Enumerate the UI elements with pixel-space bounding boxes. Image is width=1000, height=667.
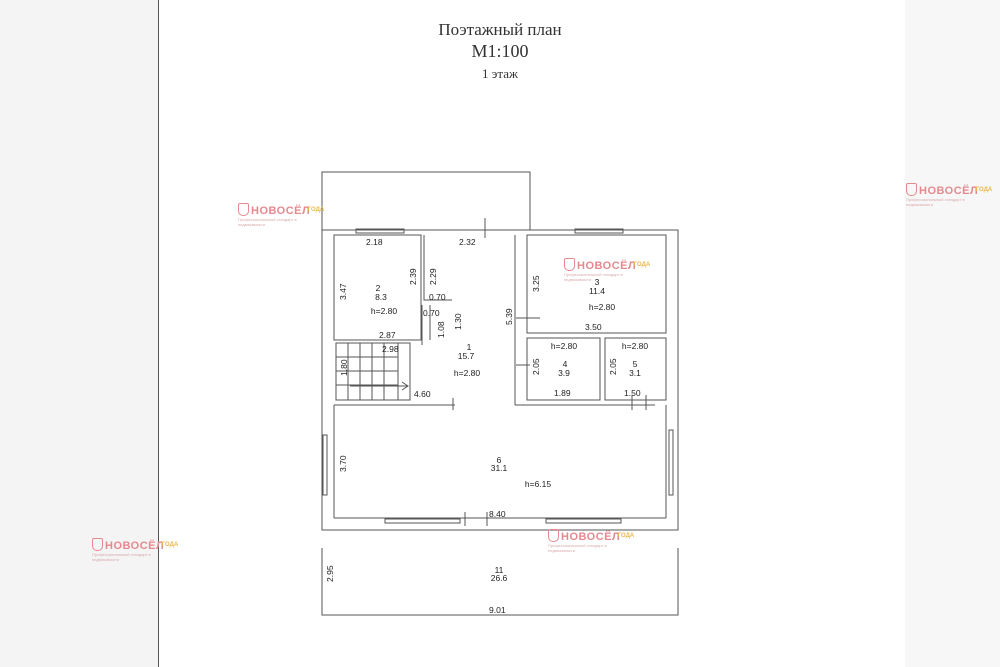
dim-label: 1.30: [453, 313, 463, 330]
dim-label: 2.05: [531, 358, 541, 375]
watermark-badge: ГОДА: [161, 542, 179, 548]
right-margin: [905, 0, 1000, 667]
dim-label: 4.60: [414, 389, 431, 399]
dim-label: 2.87: [379, 330, 396, 340]
dim-label: 2.32: [459, 237, 476, 247]
room-2-number: 2: [376, 283, 381, 293]
window-south-left: [384, 518, 461, 524]
watermark-brand: НОВОСЁЛ: [251, 205, 311, 217]
dim-label: 3.70: [338, 455, 348, 472]
terrace-outline: [321, 171, 531, 230]
watermark: НОВОСЁЛ Профессиональный стандарт в недв…: [238, 203, 324, 227]
watermark-brand: НОВОСЁЛ: [577, 260, 637, 272]
window-south-right: [545, 518, 622, 524]
room-5-walls: [604, 337, 667, 401]
room-2-area: 8.3: [375, 292, 387, 302]
dim-label: 3.47: [338, 283, 348, 300]
room-11-number: 11: [495, 565, 504, 575]
room-1-height: h=2.80: [454, 368, 481, 378]
room-1-number: 1: [467, 342, 472, 352]
room-4-height: h=2.80: [551, 341, 578, 351]
house-logo-icon: [906, 183, 917, 196]
watermark-tagline: Профессиональный стандарт в недвижимости: [906, 197, 965, 207]
room-4-number: 4: [563, 359, 568, 369]
watermark-brand: НОВОСЁЛ: [105, 540, 165, 552]
room-3-walls: [526, 234, 667, 334]
watermark-brand: НОВОСЁЛ: [919, 185, 979, 197]
watermark-badge: ГОДА: [307, 207, 325, 213]
dim-label: 3.25: [531, 275, 541, 292]
room-5-area: 3.1: [629, 368, 641, 378]
room-6-number: 6: [497, 455, 502, 465]
room-6-height: h=6.15: [525, 479, 552, 489]
room-1-area: 15.7: [458, 351, 475, 361]
room-2-walls: [333, 234, 422, 341]
watermark-tagline: Профессиональный стандарт в недвижимости: [548, 543, 607, 553]
watermark-badge: ГОДА: [617, 533, 635, 539]
watermark-tagline: Профессиональный стандарт в недвижимости: [238, 217, 297, 227]
dim-label: 1.89: [554, 388, 571, 398]
partition-wall: [423, 235, 452, 301]
dim-label: 2.29: [428, 268, 438, 285]
terrace-south: [321, 548, 679, 616]
room-2-height: h=2.80: [371, 306, 398, 316]
watermark: НОВОСЁЛ Профессиональный стандарт в недв…: [906, 183, 992, 207]
watermark-tagline: Профессиональный стандарт в недвижимости: [92, 552, 151, 562]
room-3-area: 11.4: [589, 286, 605, 296]
dim-label: 2.18: [366, 237, 383, 247]
dim-label: 1.08: [436, 321, 446, 338]
house-logo-icon: [92, 538, 103, 551]
room-5-number: 5: [633, 359, 638, 369]
dimension-labels: 2.18 2.32 2.39 2.29 3.47 0.70 0.70 1.08 …: [325, 237, 641, 615]
dim-label: 8.40: [489, 509, 506, 519]
dim-label: 5.39: [504, 308, 514, 325]
room-3-height: h=2.80: [589, 302, 616, 312]
window-room-2: [355, 228, 405, 234]
plan-title: Поэтажный план: [438, 20, 562, 39]
room-11-area: 26.6: [491, 573, 508, 583]
house-logo-icon: [238, 203, 249, 216]
room-4-walls: [526, 337, 601, 401]
house-logo-icon: [548, 529, 559, 542]
dim-label: 2.95: [325, 565, 335, 582]
dim-label: 1.50: [624, 388, 641, 398]
dim-label: 0.70: [423, 308, 440, 318]
room-3-number: 3: [595, 277, 600, 287]
window-east: [668, 429, 674, 496]
watermark: НОВОСЁЛ Профессиональный стандарт в недв…: [92, 538, 178, 562]
room-5-height: h=2.80: [622, 341, 649, 351]
window-west: [322, 434, 328, 496]
watermark-tagline: Профессиональный стандарт в недвижимости: [564, 272, 623, 282]
watermark: НОВОСЁЛ Профессиональный стандарт в недв…: [564, 258, 650, 282]
dim-label: 2.05: [608, 358, 618, 375]
room-6-area: 31.1: [491, 463, 508, 473]
watermark-badge: ГОДА: [975, 187, 993, 193]
dim-label: 1.80: [339, 359, 349, 376]
dim-label: 2.98: [382, 344, 399, 354]
dim-label: 3.50: [585, 322, 602, 332]
house-logo-icon: [564, 258, 575, 271]
plan-scale: М1:100: [471, 41, 529, 61]
dim-label: 0.70: [429, 292, 446, 302]
window-room-3: [574, 228, 624, 234]
room-4-area: 3.9: [558, 368, 570, 378]
plan-floor: 1 этаж: [482, 66, 518, 81]
dim-label: 2.39: [408, 268, 418, 285]
watermark-badge: ГОДА: [633, 262, 651, 268]
outer-wall: [321, 229, 679, 531]
dim-label: 9.01: [489, 605, 506, 615]
watermark-brand: НОВОСЁЛ: [561, 531, 621, 543]
watermark: НОВОСЁЛ Профессиональный стандарт в недв…: [548, 529, 634, 553]
room-labels: 2 8.3 h=2.80 1 15.7 h=2.80 3 11.4 h=2.80…: [371, 277, 649, 583]
